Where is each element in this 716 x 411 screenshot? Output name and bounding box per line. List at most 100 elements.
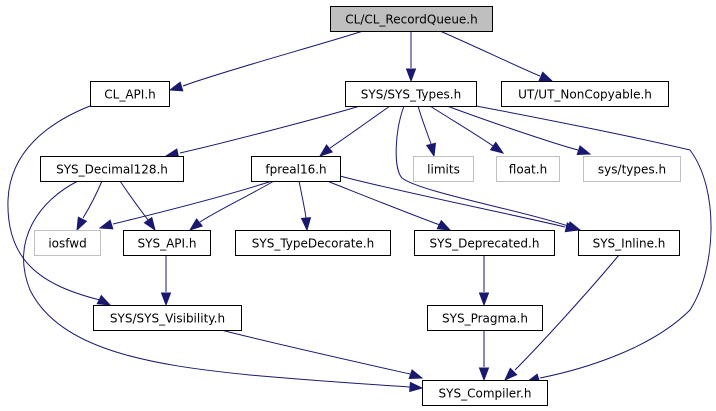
node-limits: limits: [413, 156, 474, 182]
node-float-h: float.h: [496, 156, 560, 182]
arrowhead-icon: [318, 144, 334, 157]
edge-recordqueue-to-cl_api: [168, 30, 364, 92]
edge-recordqueue-to-ut_noncopyable: [439, 30, 554, 82]
node-box: [330, 6, 493, 32]
node-sys-inline[interactable]: SYS_Inline.h: [578, 230, 680, 256]
edge-line: [298, 180, 307, 219]
node-sys-pragma[interactable]: SYS_Pragma.h: [427, 305, 543, 331]
edge-fpreal16-to-sys_deprecated: [326, 180, 452, 231]
edge-line: [179, 105, 361, 154]
node-box: [123, 230, 211, 256]
node-recordqueue[interactable]: CL/CL_RecordQueue.h: [330, 6, 493, 32]
edge-line: [439, 30, 541, 77]
edge-line: [446, 105, 579, 151]
node-label: iosfwd: [48, 237, 86, 251]
node-box: [414, 230, 555, 256]
node-box: [501, 81, 669, 107]
edge-cl_api-to-sys_visibility: [7, 105, 112, 306]
edge-line: [7, 105, 101, 301]
edge-sys_types-to-float_h: [429, 105, 505, 154]
edge-line: [475, 105, 712, 379]
node-sys-types-h: sys/types.h: [583, 156, 681, 182]
node-label: UT/UT_NonCopyable.h: [518, 88, 652, 102]
edge-line: [182, 30, 364, 87]
edge-fpreal16-to-sys_inline: [339, 175, 580, 233]
arrowhead-icon: [576, 145, 592, 156]
edge-sys_types-to-sys_types_h: [446, 105, 592, 156]
edge-sys_deprecated-to-sys_pragma: [478, 255, 490, 307]
node-fpreal16[interactable]: fpreal16.h: [251, 156, 341, 182]
edge-line: [329, 105, 391, 149]
arrowhead-icon: [98, 219, 114, 230]
node-label: float.h: [509, 163, 547, 177]
edge-fpreal16-to-sys_typedecorate: [298, 180, 312, 232]
edge-line: [514, 254, 620, 371]
node-box: [413, 156, 474, 182]
arrowhead-icon: [143, 216, 156, 232]
node-box: [496, 156, 560, 182]
node-label: SYS_Pragma.h: [442, 312, 528, 326]
node-sys-typedecorate[interactable]: SYS_TypeDecorate.h: [235, 230, 391, 256]
node-box: [251, 156, 341, 182]
arrowhead-icon: [405, 68, 417, 83]
edges-layer: [7, 30, 712, 393]
node-box: [235, 230, 391, 256]
node-box: [583, 156, 681, 182]
edge-line: [220, 329, 411, 375]
node-box: [34, 230, 101, 256]
edge-line: [417, 105, 432, 145]
node-box: [90, 81, 170, 107]
arrowhead-icon: [425, 142, 437, 158]
node-box: [93, 305, 242, 331]
node-ut-noncopyable[interactable]: UT/UT_NonCopyable.h: [501, 81, 669, 107]
arrowhead-icon: [300, 217, 312, 232]
edge-line: [339, 175, 566, 228]
node-label: CL_API.h: [104, 88, 155, 102]
edge-sys_types-to-fpreal16: [318, 105, 391, 157]
edge-line: [199, 180, 275, 223]
edge-line: [23, 180, 411, 388]
node-label: CL/CL_RecordQueue.h: [345, 13, 477, 27]
node-label: fpreal16.h: [265, 163, 326, 177]
edge-line: [429, 105, 494, 147]
edge-sys_decimal128-to-sys_api: [119, 180, 156, 232]
node-label: SYS_Decimal128.h: [56, 163, 168, 177]
node-label: SYS/SYS_Visibility.h: [110, 312, 225, 326]
arrowhead-icon: [478, 292, 490, 307]
edge-fpreal16-to-sys_api: [188, 180, 275, 231]
edge-line: [395, 105, 569, 227]
node-sys-visibility[interactable]: SYS/SYS_Visibility.h: [93, 305, 242, 331]
arrowhead-icon: [478, 367, 490, 382]
node-sys-api[interactable]: SYS_API.h: [123, 230, 211, 256]
arrowhead-icon: [76, 216, 88, 232]
node-label: SYS_Inline.h: [593, 237, 666, 251]
node-label: SYS_TypeDecorate.h: [252, 237, 374, 251]
edge-sys_decimal128-to-sys_compiler: [23, 180, 424, 393]
node-iosfwd: iosfwd: [34, 230, 101, 256]
node-box: [578, 230, 680, 256]
arrowhead-icon: [188, 218, 204, 231]
node-sys-deprecated[interactable]: SYS_Deprecated.h: [414, 230, 555, 256]
edge-recordqueue-to-sys_types: [405, 31, 417, 83]
edge-sys_visibility-to-sys_compiler: [220, 329, 424, 380]
edge-sys_types-to-limits: [417, 105, 437, 158]
node-label: SYS_Deprecated.h: [430, 237, 540, 251]
node-sys-decimal128[interactable]: SYS_Decimal128.h: [40, 156, 184, 182]
arrowhead-icon: [503, 367, 518, 382]
edge-line: [326, 180, 441, 226]
arrowhead-icon: [409, 381, 424, 393]
edge-line: [112, 180, 273, 225]
node-box: [427, 305, 543, 331]
edge-sys_api-to-sys_visibility: [160, 255, 172, 307]
node-box: [422, 380, 548, 406]
edge-sys_inline-to-sys_compiler: [503, 254, 620, 382]
node-label: SYS/SYS_Types.h: [361, 88, 461, 102]
arrowhead-icon: [408, 369, 424, 380]
node-sys-types[interactable]: SYS/SYS_Types.h: [345, 81, 477, 107]
edge-line: [119, 180, 149, 221]
node-sys-compiler[interactable]: SYS_Compiler.h: [422, 380, 548, 406]
arrowhead-icon: [564, 222, 580, 233]
edge-sys_decimal128-to-iosfwd: [76, 180, 103, 232]
node-cl-api[interactable]: CL_API.h: [90, 81, 170, 107]
